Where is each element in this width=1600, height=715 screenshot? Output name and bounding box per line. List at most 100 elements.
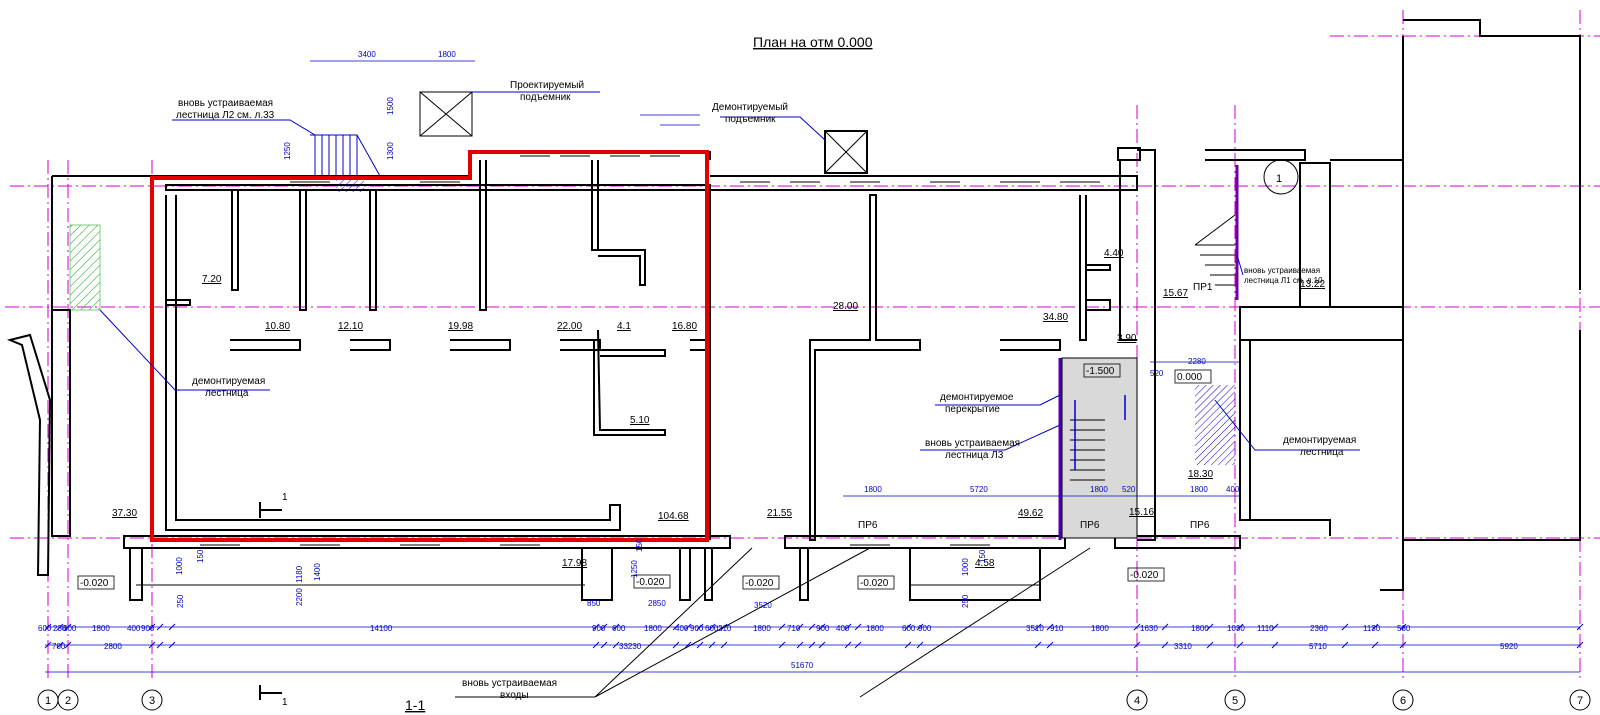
room-area: 7.20 <box>202 274 222 285</box>
note-new-stair-l3-2: лестница Л3 <box>945 450 1004 461</box>
dimension-tick <box>904 641 912 649</box>
dimension-tick <box>1576 623 1584 631</box>
room-area: 37.30 <box>112 508 137 519</box>
dimension-value: 600 <box>63 624 77 633</box>
dimension-tick <box>612 641 620 649</box>
dimension-tick <box>1399 641 1407 649</box>
room-area: 4.40 <box>1104 248 1124 259</box>
dimension-tick <box>854 641 862 649</box>
level-mark: -0.020 <box>745 578 774 589</box>
dimension-tick <box>916 623 924 631</box>
dimension-tick <box>684 641 692 649</box>
dimension-tick <box>44 641 52 649</box>
lift-dismantled <box>824 130 868 174</box>
dimension-tick <box>1371 641 1379 649</box>
note-new-stair-l3-1: вновь устраиваемая <box>925 438 1020 449</box>
dimension-tick <box>1341 641 1349 649</box>
dimension-value: 1800 <box>1190 485 1208 494</box>
dismantled-stair-right-hatch <box>1195 385 1235 465</box>
dimension-value: 1000 <box>175 557 184 575</box>
dimension-tick <box>1236 641 1244 649</box>
room-area: 22.00 <box>557 321 582 332</box>
room-area: 21.55 <box>767 508 792 519</box>
dimension-tick <box>148 641 156 649</box>
level-frame <box>633 574 671 589</box>
note-dismantled-floor-1: демонтируемое <box>940 392 1014 403</box>
dimension-value: 150 <box>196 549 205 563</box>
note-new-entrances-2: входы <box>500 690 529 701</box>
room-area: 49.62 <box>1018 508 1043 519</box>
dimension-ticks <box>44 623 1584 649</box>
dimension-value: 2360 <box>1310 624 1328 633</box>
dimension-value: 1800 <box>644 624 662 633</box>
room-area: 13.22 <box>1300 279 1325 290</box>
dimension-value: 1130 <box>1363 624 1381 633</box>
dimension-tick <box>1399 623 1407 631</box>
note-dismantled-stair-left-2: лестница <box>205 388 249 399</box>
dimension-tick <box>796 641 804 649</box>
dimension-tick <box>1034 641 1042 649</box>
opening-label: ПР6 <box>1080 520 1100 531</box>
plan-title: План на отм 0.000 <box>753 34 873 50</box>
dimension-tick <box>808 641 816 649</box>
axis-label: 4 <box>1134 695 1140 707</box>
level-mark: -0.020 <box>80 578 109 589</box>
dimension-value: 3310 <box>1174 642 1192 651</box>
dimension-tick <box>720 641 728 649</box>
axis-label: 7 <box>1577 695 1583 707</box>
room-area: 28.00 <box>833 301 858 312</box>
opening-label: ПР1 <box>1193 282 1213 293</box>
axis-markers <box>37 159 1591 711</box>
dimension-tick <box>916 641 924 649</box>
section-cut-marks <box>259 502 282 700</box>
lift-shaft-hatch <box>336 180 364 192</box>
dimension-value: 1800 <box>864 485 882 494</box>
dimension-value: 900 <box>918 624 932 633</box>
axis-label: 6 <box>1400 695 1406 707</box>
dimension-value: 1630 <box>1140 624 1158 633</box>
dimension-value: 33230 <box>619 642 642 651</box>
dimension-value: 900 <box>592 624 606 633</box>
room-area: 4.58 <box>975 558 995 569</box>
room-area: 3.90 <box>1117 333 1137 344</box>
dimension-value: 3510 <box>1026 624 1044 633</box>
dimension-value: 150 <box>978 549 987 563</box>
note-dismantled-stair-right-2: лестница <box>1300 447 1344 458</box>
dimension-tick <box>796 623 804 631</box>
level-frame <box>1174 369 1212 384</box>
dimension-value: 900 <box>816 624 830 633</box>
axis-label: 2 <box>65 695 71 707</box>
room-area: 16.80 <box>672 321 697 332</box>
room-area: 4.1 <box>617 321 631 332</box>
dimension-value: 1400 <box>313 563 322 581</box>
dimension-value: 250 <box>176 594 185 608</box>
dimension-value: 1800 <box>1091 624 1109 633</box>
dimension-value: 1180 <box>295 565 304 583</box>
dimension-value: 150 <box>635 538 644 552</box>
dimension-tick <box>592 641 600 649</box>
dimension-tick <box>1341 623 1349 631</box>
dimension-tick <box>64 641 72 649</box>
dimension-tick <box>56 641 64 649</box>
dimension-tick <box>64 623 72 631</box>
note-dismantled-lift-2: подъемник <box>725 114 776 125</box>
dimension-tick <box>696 641 704 649</box>
dimension-value: 400 <box>1226 485 1240 494</box>
dimension-lines <box>45 60 1580 673</box>
room-area: 15.16 <box>1129 507 1154 518</box>
level-mark: 0.000 <box>1177 372 1202 383</box>
dimension-tick <box>854 623 862 631</box>
dimension-tick <box>1133 641 1141 649</box>
room-area: 19.98 <box>448 321 473 332</box>
dimension-tick <box>1161 641 1169 649</box>
dimension-value: 250 <box>961 594 970 608</box>
note-new-entrances-1: вновь устраиваемая <box>462 678 557 689</box>
section-mark-bottom: 1 <box>282 697 288 708</box>
leader-lines <box>99 91 1360 698</box>
note-new-stair-l2-1: вновь устраиваемая <box>178 98 273 109</box>
dimension-tick <box>1371 623 1379 631</box>
opening-label: ПР6 <box>858 520 878 531</box>
dimension-value: 580 <box>1397 624 1411 633</box>
dimension-value: 600 <box>705 624 719 633</box>
